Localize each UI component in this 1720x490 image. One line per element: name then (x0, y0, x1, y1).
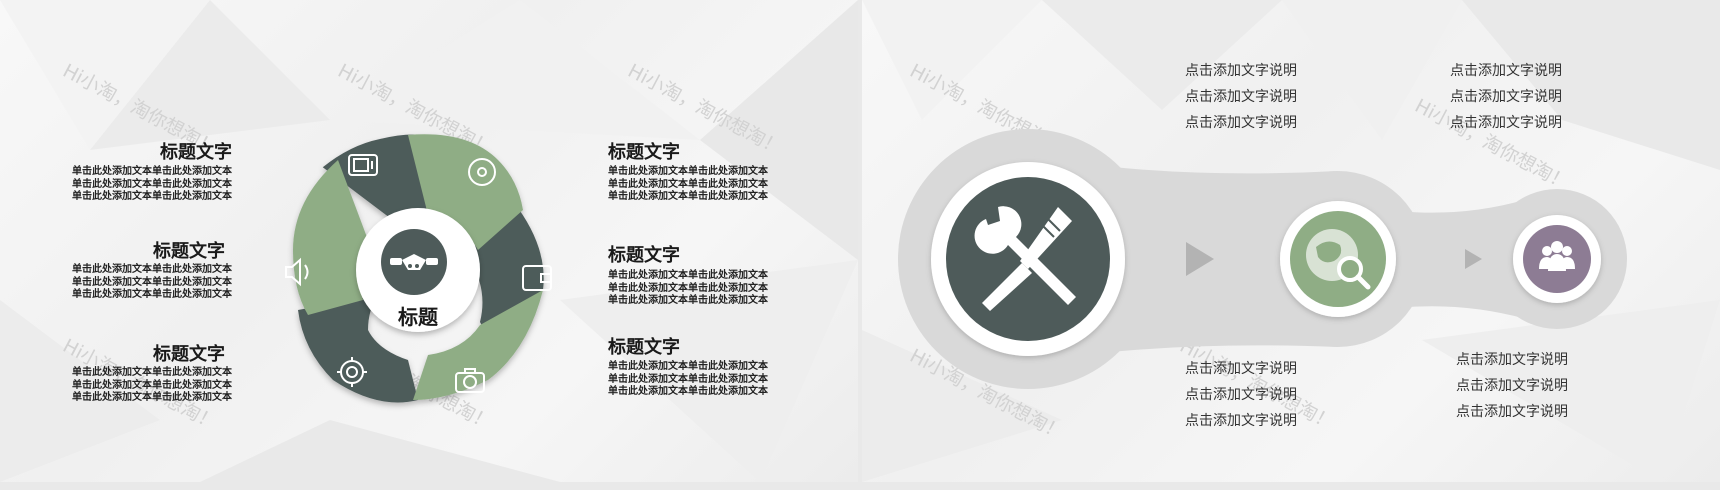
handshake-icon (390, 254, 438, 270)
segment-green-left (293, 160, 368, 315)
wallet-icon (522, 265, 552, 291)
arrow-icon (1186, 242, 1214, 276)
arrow-icon (1465, 249, 1482, 269)
speaker-icon (285, 257, 309, 287)
disc-icon (468, 158, 496, 186)
globe-search-icon (1306, 229, 1371, 290)
item-title: 标题文字 (608, 337, 680, 358)
pinwheel-diagram: 标题 (285, 134, 552, 403)
item-body: 单击此处添加文本单击此处添加文本单击此处添加文本单击此处添加文本单击此处添加文本… (608, 166, 768, 202)
segment-green-top (408, 134, 523, 250)
caption-block: 点击添加文字说明点击添加文字说明点击添加文字说明 (1185, 361, 1297, 429)
caption-block: 点击添加文字说明点击添加文字说明点击添加文字说明 (1185, 63, 1297, 131)
slide-right: Hi小淘，淘你想淘！ Hi小淘，淘你想淘！ Hi小淘，淘你想淘！ Hi小淘，淘你… (862, 0, 1720, 482)
caption-block: 点击添加文字说明点击添加文字说明点击添加文字说明 (1450, 63, 1562, 131)
center-title: 标题 (398, 305, 439, 329)
tools-icon (974, 206, 1076, 311)
item-body: 单击此处添加文本单击此处添加文本单击此处添加文本单击此处添加文本单击此处添加文本… (72, 367, 232, 403)
users-icon (1539, 241, 1575, 271)
item-title: 标题文字 (608, 142, 680, 163)
process-diagram (898, 129, 1627, 389)
item-title: 标题文字 (153, 344, 225, 365)
item-title: 标题文字 (160, 142, 232, 163)
segment-green-bottom (413, 290, 543, 400)
poly-background (862, 0, 1720, 482)
item-body: 单击此处添加文本单击此处添加文本单击此处添加文本单击此处添加文本单击此处添加文本… (608, 270, 768, 306)
segment-dark-bottom (298, 295, 418, 403)
gear-icon (337, 357, 367, 387)
tv-icon (348, 154, 378, 176)
item-title: 标题文字 (153, 241, 225, 262)
item-body: 单击此处添加文本单击此处添加文本单击此处添加文本单击此处添加文本单击此处添加文本… (72, 166, 232, 202)
item-body: 单击此处添加文本单击此处添加文本单击此处添加文本单击此处添加文本单击此处添加文本… (72, 264, 232, 300)
poly-background (0, 0, 858, 482)
item-title: 标题文字 (608, 245, 680, 266)
item-body: 单击此处添加文本单击此处添加文本单击此处添加文本单击此处添加文本单击此处添加文本… (608, 361, 768, 397)
camera-icon (455, 368, 485, 393)
caption-block: 点击添加文字说明点击添加文字说明点击添加文字说明 (1456, 352, 1568, 420)
slide-left: Hi小淘，淘你想淘！ Hi小淘，淘你想淘！ Hi小淘，淘你想淘！ Hi小淘，淘你… (0, 0, 858, 482)
